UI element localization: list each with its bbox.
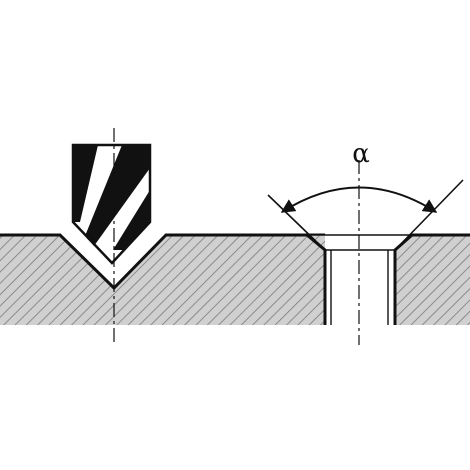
angle-extension-left — [267, 194, 326, 251]
drill-flute-middle — [85, 145, 150, 246]
left-workpiece — [0, 233, 325, 325]
left-workpiece-section — [0, 235, 325, 325]
right-workpiece-section-right — [395, 235, 470, 325]
right-workpiece — [306, 233, 470, 325]
drill-flute-upper — [73, 145, 98, 222]
drill-flute-lower — [113, 190, 150, 250]
angle-label: α — [352, 139, 370, 169]
angle-dimension-arc — [280, 186, 438, 213]
angle-extension-right — [394, 179, 464, 251]
drill-bit — [71, 143, 152, 265]
